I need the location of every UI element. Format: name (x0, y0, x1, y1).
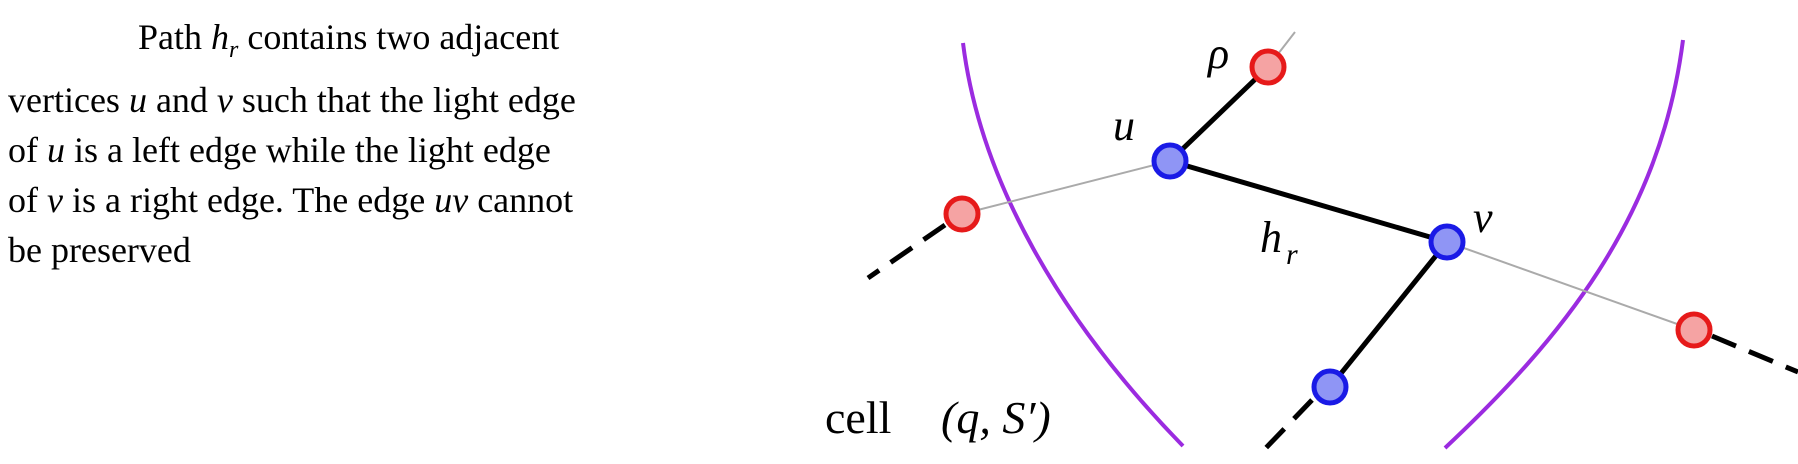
light-edge-u (961, 160, 1171, 215)
blue-vertex-bottom (1311, 368, 1349, 406)
dashed-edge-left (866, 222, 947, 281)
right-cell-boundary (1443, 39, 1685, 450)
heavy-edge-v-down (1328, 240, 1449, 389)
heavy-edge-u-rho (1168, 65, 1270, 163)
path-symbol: h (211, 17, 230, 57)
label-h: h (1260, 213, 1282, 262)
heavy-edge-uv (1169, 158, 1448, 245)
blue-vertex-v (1428, 223, 1466, 261)
label-h-subscript: r (1286, 238, 1298, 271)
caption-paragraph: Path hr contains two adjacent vertices u… (8, 17, 576, 270)
light-edge-v (1446, 241, 1695, 331)
left-cell-boundary (961, 42, 1185, 448)
dashed-edge-right (1711, 333, 1798, 375)
label-u: u (1113, 101, 1135, 150)
label-cell-word: cell (825, 392, 891, 443)
path-subscript: r (229, 37, 239, 63)
red-vertex-left (943, 195, 981, 233)
label-rho: ρ (1206, 29, 1229, 78)
label-v: v (1473, 193, 1493, 242)
dashed-edge-bottom (1260, 398, 1314, 454)
red-vertex-right (1675, 311, 1713, 349)
label-cell-tuple: (q, S′) (941, 392, 1051, 443)
caption: Path hr contains two adjacent vertices u… (8, 12, 583, 275)
red-vertex-rho (1249, 48, 1287, 86)
blue-vertex-u (1151, 142, 1189, 180)
